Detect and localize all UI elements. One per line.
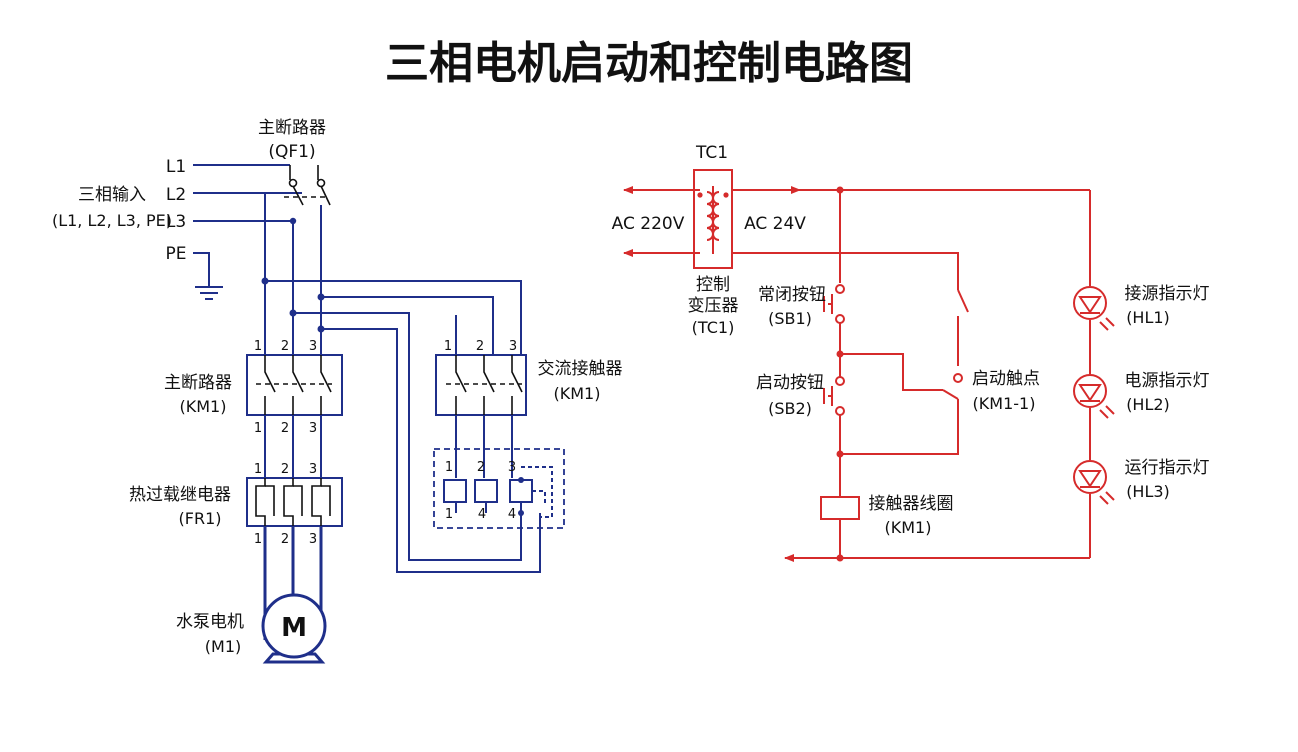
qf1-code: (QF1) [268,142,315,162]
relay-block-dashed [433,448,565,529]
hl2-code: (HL2) [1126,395,1170,414]
sb2-code: (SB2) [768,399,812,418]
wire-hold-branch [840,353,943,391]
line-l1-label: L1 [166,157,186,177]
relay-terminal-3-top: 3 [508,460,516,475]
km1-terminal-1-bottom: 1 [254,421,262,436]
hl2-label: 电源指示灯 [1125,371,1210,391]
km1-breaker-code: (KM1) [180,397,227,416]
transformer-tag: TC1 [695,143,728,163]
wire-branch-d [321,328,541,573]
contactor-terminal-3-top: 3 [509,339,517,354]
contactor-code: (KM1) [554,384,601,403]
sb1-code: (SB1) [768,309,812,328]
diagram-title: 三相电机启动和控制电路图 [385,38,913,89]
motor-symbol: M [281,613,307,643]
km1-terminal-3-bottom: 3 [309,421,317,436]
fr1-terminal-2-bottom: 2 [281,532,289,547]
km1-breaker-contacts [256,355,332,415]
sb1-label: 常闭按钮 [758,285,826,305]
qf1-label: 主断路器 [258,118,326,138]
hl1-label: 接源指示灯 [1125,284,1210,304]
sb2-button-icon [823,376,845,416]
transformer-name-2: 变压器 [688,296,739,316]
three-phase-input-label: 三相输入 [78,185,146,205]
ac24-label: AC 24V [744,214,806,234]
line-l2-label: L2 [166,185,186,205]
hl3-label: 运行指示灯 [1125,458,1210,478]
km1-terminal-2-bottom: 2 [281,421,289,436]
qf1-breaker-switch [284,165,331,206]
relay-terminal-1-bottom: 1 [445,507,453,522]
coil-code: (KM1) [885,518,932,537]
hl3-code: (HL3) [1126,482,1170,501]
wire-branch-a [265,280,522,355]
fr1-label: 热过载继电器 [129,485,231,505]
fr1-code: (FR1) [179,509,222,528]
km1-terminal-3-top: 3 [309,339,317,354]
motor-code: (M1) [205,637,241,656]
relay-terminal-4-right: 4 [508,507,516,522]
motor-m1: M [261,593,327,664]
three-phase-input-sub: (L1, L2, L3, PE) [52,211,172,230]
km1-breaker-label: 主断路器 [164,373,232,393]
contactor-box [435,354,527,416]
coil-label: 接触器线圈 [869,494,954,514]
relay-block-coils [443,466,553,518]
wire-pe [193,252,210,287]
transformer-name-1: 控制 [696,275,730,295]
contactor-coil [820,496,860,520]
power-circuit: 主断路器 (QF1) L1 L2 L3 PE 三相输入 (L1, L2, L3,… [52,118,623,664]
fr1-terminal-3-top: 3 [309,462,317,477]
relay-terminal-4-bottom: 4 [478,507,486,522]
wire-km1-fr1 [264,415,322,478]
contactor-contacts [446,355,523,415]
km1-1-label: 启动触点 [972,369,1040,389]
hl1-code: (HL1) [1126,308,1170,327]
km1-terminal-2-top: 2 [281,339,289,354]
ground-icon [195,286,223,300]
transformer-code: (TC1) [692,318,735,337]
transformer-tc1 [693,169,733,269]
fr1-terminal-1-top: 1 [254,462,262,477]
contactor-label: 交流接触器 [538,359,623,379]
fr1-terminal-2-top: 2 [281,462,289,477]
line-pe-label: PE [166,244,187,264]
wire-branch-b [293,312,522,561]
hl3-lamp-icon [1073,460,1115,505]
relay-terminal-2-top: 2 [477,460,485,475]
fr1-terminal-1-bottom: 1 [254,532,262,547]
contactor-terminal-2-top: 2 [476,339,484,354]
wire-secondary-bottom [732,252,959,290]
motor-label: 水泵电机 [176,612,244,632]
line-l3-label: L3 [166,212,186,232]
km1-1-contact [840,289,969,455]
km1-breaker-box [246,354,343,416]
fr1-thermal-elements [255,478,331,526]
relay-terminal-1-top: 1 [445,460,453,475]
sb2-label: 启动按钮 [756,373,824,393]
hl1-lamp-icon [1073,286,1115,331]
km1-terminal-1-top: 1 [254,339,262,354]
sb1-button-icon [823,284,845,324]
km1-1-code: (KM1-1) [973,394,1036,413]
contactor-terminal-1-top: 1 [444,339,452,354]
fr1-terminal-3-bottom: 3 [309,532,317,547]
hl2-lamp-icon [1073,374,1115,419]
control-circuit: TC1 AC 220V AC 24V 控制 变压器 (TC1) [612,143,1210,562]
wire-branch-c [321,296,494,355]
ac220-label: AC 220V [612,214,685,234]
wire-contactor-relay [455,415,513,478]
